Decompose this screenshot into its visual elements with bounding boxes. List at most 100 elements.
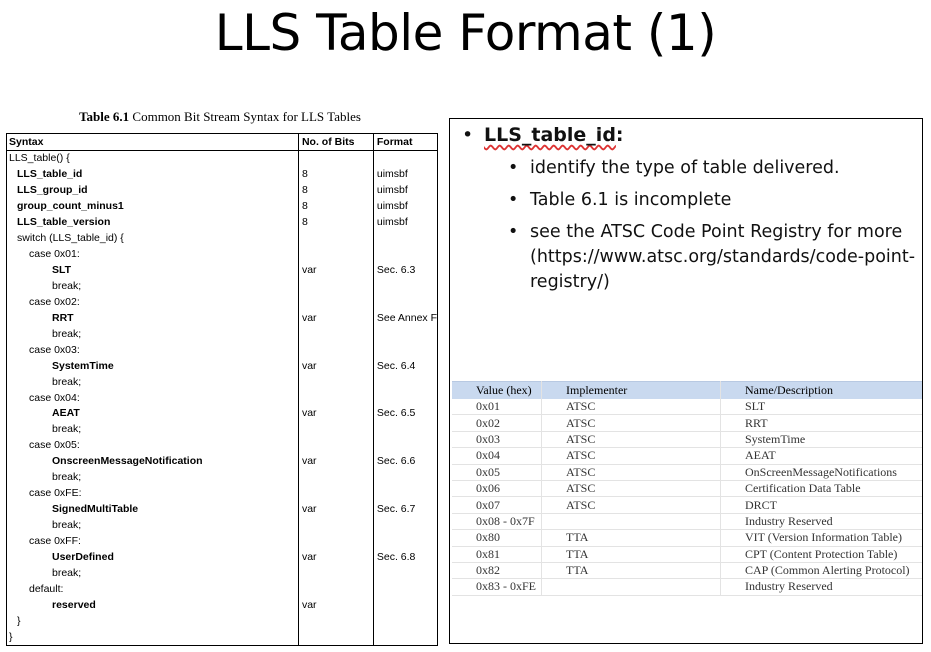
bits-cell	[298, 150, 374, 167]
syntax-cell: break;	[6, 565, 299, 582]
header-description: Name/Description	[720, 381, 922, 399]
description-cell: RRT	[720, 414, 922, 432]
syntax-cell: SLT	[6, 262, 299, 279]
implementer-cell: ATSC	[541, 447, 721, 465]
format-cell	[373, 470, 437, 486]
syntax-table-header: Syntax No. of Bits Format	[6, 133, 438, 151]
syntax-cell: default:	[6, 581, 299, 598]
implementer-cell: ATSC	[541, 431, 721, 449]
table-row: case 0x02:	[6, 294, 438, 311]
format-cell: uimsbf	[376, 216, 408, 229]
implementer-cell: ATSC	[541, 480, 721, 498]
implementer-cell: ATSC	[541, 464, 721, 481]
implementer-cell: ATSC	[541, 496, 721, 514]
format-cell	[373, 279, 437, 295]
description-cell: Industry Reserved	[720, 513, 922, 531]
bits-cell: 8	[298, 182, 374, 199]
value-cell: 0x02	[452, 414, 542, 432]
syntax-cell: case 0x05:	[6, 437, 299, 454]
table-caption: Table 6.1 Common Bit Stream Syntax for L…	[0, 108, 440, 126]
description-cell: CAP (Common Alerting Protocol)	[720, 562, 922, 580]
table-row: switch (LLS_table_id) {	[6, 230, 438, 247]
bits-cell: 8	[298, 198, 374, 215]
syntax-cell: break;	[6, 421, 299, 438]
value-cell: 0x07	[452, 496, 542, 514]
format-cell: Sec. 6.8	[376, 550, 416, 563]
bits-cell	[298, 485, 374, 502]
implementer-cell: ATSC	[541, 399, 721, 416]
description-cell: CPT (Content Protection Table)	[720, 546, 922, 563]
format-cell: Sec. 6.6	[376, 455, 416, 468]
format-cell	[373, 613, 437, 629]
value-cell: 0x80	[452, 529, 542, 547]
bits-cell	[298, 230, 374, 247]
bullet-list: • LLS_table_id: • identify the type of t…	[458, 121, 920, 295]
format-cell	[373, 294, 437, 310]
table-row: default:	[6, 581, 438, 598]
bits-cell	[298, 294, 374, 311]
bits-cell	[298, 374, 374, 391]
implementer-cell	[541, 513, 721, 531]
syntax-cell: switch (LLS_table_id) {	[6, 230, 299, 247]
implementer-cell: TTA	[541, 562, 721, 580]
table-row: }	[6, 613, 438, 630]
bits-cell	[298, 326, 374, 343]
bits-cell	[298, 613, 374, 630]
syntax-cell: UserDefined	[6, 549, 299, 566]
table-row: break;	[6, 421, 438, 438]
syntax-cell: break;	[6, 278, 299, 295]
format-cell	[373, 534, 437, 550]
table-row: case 0x03:	[6, 342, 438, 359]
syntax-cell: case 0xFF:	[6, 533, 299, 550]
table-row: LLS_table() {	[6, 150, 438, 167]
header-syntax: Syntax	[6, 133, 299, 151]
format-cell	[373, 518, 437, 534]
implementer-cell: TTA	[541, 546, 721, 563]
syntax-cell: reserved	[6, 597, 299, 614]
syntax-cell: RRT	[6, 310, 299, 327]
format-cell	[373, 581, 437, 597]
table-row: break;	[6, 469, 438, 486]
code-table-header: Value (hex) Implementer Name/Description	[452, 381, 922, 399]
bullet-dot: •	[462, 124, 474, 146]
table-row: case 0x01:	[6, 246, 438, 263]
syntax-cell: LLS_table_version	[6, 214, 299, 231]
heading-suffix: :	[615, 124, 624, 146]
table-row: break;	[6, 374, 438, 391]
bullet-text: Table 6.1 is incomplete	[530, 190, 732, 210]
value-cell: 0x04	[452, 447, 542, 465]
bits-cell: var	[298, 453, 374, 470]
description-cell: OnScreenMessageNotifications	[720, 464, 922, 481]
format-cell	[373, 486, 437, 502]
table-row: break;	[6, 517, 438, 534]
bullet-item: • Table 6.1 is incomplete	[458, 188, 920, 213]
value-cell: 0x03	[452, 431, 542, 449]
syntax-cell: case 0x03:	[6, 342, 299, 359]
format-cell	[373, 438, 437, 454]
syntax-cell: case 0xFE:	[6, 485, 299, 502]
syntax-cell: break;	[6, 517, 299, 534]
syntax-cell: OnscreenMessageNotification	[6, 453, 299, 470]
bullet-text: see the ATSC Code Point Registry for mor…	[530, 222, 916, 292]
syntax-cell: SystemTime	[6, 358, 299, 375]
syntax-cell: }	[6, 629, 299, 646]
description-cell: SLT	[720, 399, 922, 416]
header-implementer: Implementer	[541, 381, 721, 399]
table-row: break;	[6, 565, 438, 582]
